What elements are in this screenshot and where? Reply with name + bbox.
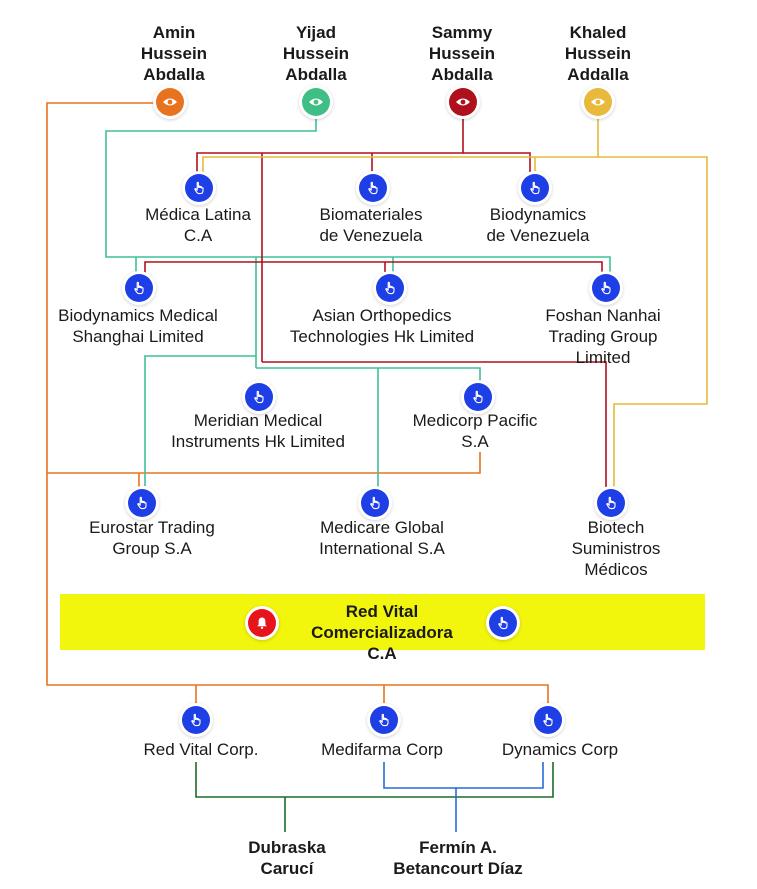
pointer-hand-icon bbox=[604, 496, 618, 510]
company-meridian-node[interactable] bbox=[245, 383, 273, 411]
pointer-hand-icon bbox=[366, 181, 380, 195]
person-sammy-node[interactable] bbox=[449, 88, 477, 116]
person-amin-node[interactable] bbox=[156, 88, 184, 116]
company-medica-latina-label: Médica Latina C.A bbox=[145, 205, 251, 245]
eye-icon bbox=[163, 98, 177, 106]
company-foshan-label: Foshan Nanhai Trading Group Limited bbox=[545, 306, 661, 367]
person-sammy-label: Sammy Hussein Abdalla bbox=[428, 23, 496, 84]
company-dynamics-label: Dynamics Corp bbox=[501, 740, 619, 759]
pointer-hand-icon bbox=[132, 281, 146, 295]
dubraska-connections bbox=[195, 762, 554, 832]
company-medicorp-label: Medicorp Pacific S.A bbox=[412, 411, 538, 451]
amin-connections bbox=[46, 102, 549, 718]
company-eurostar-node[interactable] bbox=[128, 489, 156, 517]
fermin-connections bbox=[383, 762, 544, 832]
red-vital-banner bbox=[60, 594, 705, 650]
company-biodynamics-ve-label: Biodynamics de Venezuela bbox=[486, 205, 590, 245]
company-medicare-node[interactable] bbox=[361, 489, 389, 517]
pointer-hand-icon bbox=[377, 713, 391, 727]
red-vital-comercializadora-label: Red Vital Comercializadora C.A bbox=[311, 602, 453, 663]
pointer-hand-icon bbox=[471, 390, 485, 404]
banner-alert-node[interactable] bbox=[248, 609, 276, 637]
company-medicorp-node[interactable] bbox=[464, 383, 492, 411]
pointer-hand-icon bbox=[528, 181, 542, 195]
company-red-vital-comercializadora-node[interactable] bbox=[489, 609, 517, 637]
eye-icon bbox=[591, 98, 605, 106]
pointer-hand-icon bbox=[599, 281, 613, 295]
company-biotech-node[interactable] bbox=[597, 489, 625, 517]
pointer-hand-icon bbox=[496, 616, 510, 630]
person-fermin-label: Fermín A. Betancourt Díaz bbox=[393, 838, 523, 878]
person-yijad-node[interactable] bbox=[302, 88, 330, 116]
eye-icon bbox=[456, 98, 470, 106]
company-biodynamics-shanghai-node[interactable] bbox=[125, 274, 153, 302]
company-dynamics-node[interactable] bbox=[534, 706, 562, 734]
company-biomateriales-node[interactable] bbox=[359, 174, 387, 202]
company-asian-orthopedics-node[interactable] bbox=[376, 274, 404, 302]
company-meridian-label: Meridian Medical Instruments Hk Limited bbox=[171, 411, 345, 451]
company-medicare-label: Medicare Global International S.A bbox=[319, 518, 445, 558]
company-asian-orthopedics-label: Asian Orthopedics Technologies Hk Limite… bbox=[289, 306, 475, 346]
company-red-vital-corp-node[interactable] bbox=[182, 706, 210, 734]
company-biodynamics-ve-node[interactable] bbox=[521, 174, 549, 202]
company-medica-latina-node[interactable] bbox=[185, 174, 213, 202]
company-biotech-label: Biotech Suministros Médicos bbox=[571, 518, 661, 579]
person-khaled-node[interactable] bbox=[584, 88, 612, 116]
pointer-hand-icon bbox=[383, 281, 397, 295]
eye-icon bbox=[309, 98, 323, 106]
pointer-hand-icon bbox=[135, 496, 149, 510]
company-red-vital-corp-label: Red Vital Corp. bbox=[143, 740, 259, 759]
person-khaled-label: Khaled Hussein Addalla bbox=[564, 23, 632, 84]
bell-icon bbox=[257, 617, 267, 629]
company-biomateriales-label: Biomateriales de Venezuela bbox=[319, 205, 423, 245]
person-dubraska-label: Dubraska Carucí bbox=[248, 838, 326, 878]
pointer-hand-icon bbox=[189, 713, 203, 727]
company-medifarma-label: Medifarma Corp bbox=[321, 740, 443, 759]
company-foshan-node[interactable] bbox=[592, 274, 620, 302]
person-yijad-label: Yijad Hussein Abdalla bbox=[282, 23, 350, 84]
pointer-hand-icon bbox=[541, 713, 555, 727]
company-biodynamics-shanghai-label: Biodynamics Medical Shanghai Limited bbox=[58, 306, 218, 346]
company-eurostar-label: Eurostar Trading Group S.A bbox=[89, 518, 215, 558]
pointer-hand-icon bbox=[368, 496, 382, 510]
pointer-hand-icon bbox=[192, 181, 206, 195]
person-amin-label: Amin Hussein Abdalla bbox=[140, 23, 208, 84]
company-medifarma-node[interactable] bbox=[370, 706, 398, 734]
pointer-hand-icon bbox=[252, 390, 266, 404]
